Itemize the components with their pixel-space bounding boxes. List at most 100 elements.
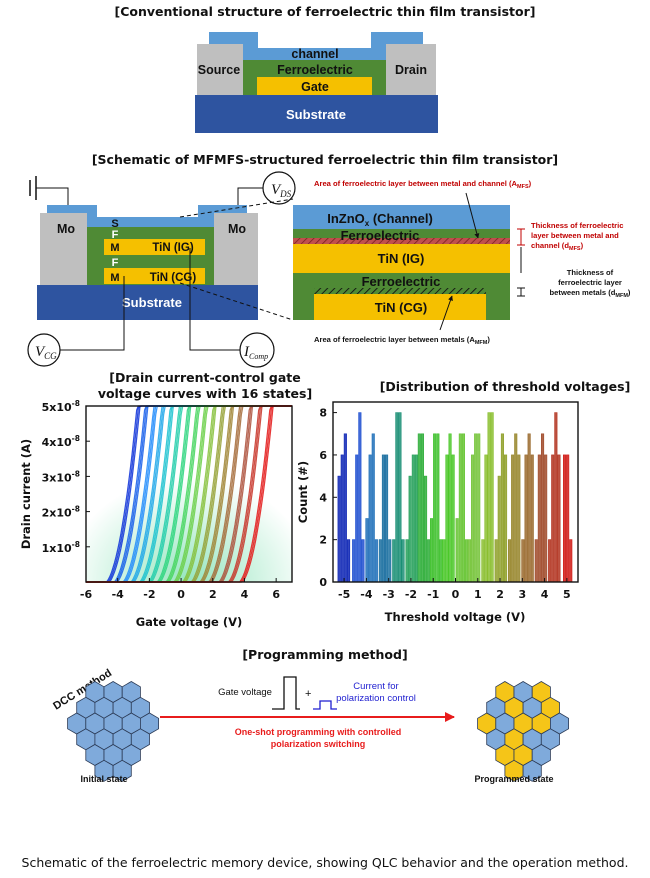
vth-bar — [557, 454, 561, 583]
hist-y-tick-label: 0 — [319, 576, 327, 589]
vth-bar — [544, 454, 548, 583]
vcg-node — [27, 333, 61, 367]
hist-y-tick-label: 8 — [319, 407, 327, 420]
mo-left-electrode — [40, 213, 87, 285]
drain-electrode — [386, 44, 436, 95]
vth-bar — [537, 454, 541, 583]
vth-bar — [507, 539, 512, 583]
vth-bar — [439, 539, 443, 583]
hist-x-tick-label: -2 — [405, 588, 417, 601]
hex-grid-programmed — [477, 681, 569, 782]
vth-bar — [548, 539, 552, 583]
zoom-channel-label: InZnOx (Channel) — [327, 211, 433, 228]
hist-x-tick-label: -5 — [338, 588, 350, 601]
substrate-layer-2 — [37, 285, 258, 320]
hist-x-tick-label: -4 — [360, 588, 373, 601]
current-label-line2: polarization control — [336, 693, 416, 704]
mo-left-label: Mo — [57, 222, 75, 236]
m-label-bottom: M — [110, 272, 119, 284]
vth-bar — [420, 433, 425, 583]
thick-mfs-line3: channel (dMFS) — [531, 241, 584, 252]
substrate-label: Substrate — [286, 107, 346, 122]
gate-voltage-pulse-icon — [272, 676, 300, 710]
iv-x-tick-label: 4 — [241, 588, 249, 601]
thick-mfm-line2: ferroelectric layer — [558, 278, 622, 287]
thick-mfs-line2: layer between metal and — [531, 231, 619, 240]
vth-bar — [458, 433, 462, 583]
f-label-bottom: F — [112, 257, 119, 269]
vth-bar — [427, 539, 431, 583]
panel2-title: [Schematic of MFMFS-structured ferroelec… — [91, 152, 559, 167]
vth-bar — [477, 433, 481, 583]
iv-x-tick-label: 0 — [177, 588, 185, 601]
vth-bar — [464, 539, 469, 583]
vth-bar — [414, 454, 419, 583]
panel1-conventional-structure: Substrate channel Ferroelectric Gate Sou… — [195, 32, 438, 133]
tin-ig-label: TiN (IG) — [152, 242, 193, 254]
panel3-title-line2: voltage curves with 16 states] — [97, 386, 313, 401]
vth-bar — [551, 454, 555, 583]
zoom-mfs-hatch — [293, 238, 510, 244]
vth-bar — [569, 539, 573, 583]
vth-bar — [346, 539, 351, 583]
vth-bar — [467, 539, 472, 583]
vth-bar — [408, 475, 412, 583]
vth-bar — [527, 433, 531, 583]
gate-label: Gate — [301, 80, 329, 94]
m-label-top: M — [110, 242, 119, 254]
iv-x-tick-label: -6 — [80, 588, 93, 601]
thick-mfs-line1: Thickness of ferroelectric — [531, 221, 623, 230]
vth-bar — [497, 475, 501, 583]
tin-ig-layer — [104, 239, 205, 255]
gate-voltage-label: Gate voltage — [218, 687, 272, 698]
vth-bar — [358, 412, 362, 583]
vth-bar — [392, 539, 396, 583]
vth-bar — [517, 454, 521, 583]
iv-plot-frame — [85, 405, 293, 583]
vth-bar — [388, 539, 392, 583]
vth-bar — [470, 454, 475, 583]
vth-bar — [461, 433, 466, 583]
vth-bar — [490, 412, 494, 583]
iv-y-tick-label: 2x10-8 — [42, 505, 80, 520]
vth-bar — [352, 539, 356, 583]
vth-bar — [484, 454, 488, 583]
hex-cell — [112, 759, 132, 782]
hist-x-tick-label: 4 — [541, 588, 549, 601]
vth-bar — [455, 518, 459, 583]
vth-bar — [371, 433, 375, 583]
f-label-top: F — [112, 229, 119, 241]
zoom-ferro-top-label: Ferroelectric — [341, 228, 420, 243]
vth-bar — [355, 454, 359, 583]
iv-y-tick-label: 4x10-8 — [42, 434, 80, 449]
source-wire — [36, 187, 69, 210]
iv-y-tick-label: 1x10-8 — [42, 540, 80, 555]
vcg-label: VCG — [35, 344, 57, 361]
vth-bar — [343, 433, 347, 583]
vth-bar — [562, 454, 567, 583]
vth-bar — [442, 539, 446, 583]
iv-x-tick-label: -2 — [143, 588, 155, 601]
vth-bar — [429, 518, 434, 583]
thick-mfm-line3: between metals (dMFM) — [550, 288, 631, 299]
oneshot-label-line1: One-shot programming with controlled — [235, 727, 402, 737]
substrate-layer — [195, 95, 438, 133]
vth-bar — [481, 539, 485, 583]
vth-bar — [566, 454, 570, 583]
current-pulse-icon — [313, 700, 337, 710]
vth-bar — [500, 433, 505, 583]
vth-bar — [374, 539, 378, 583]
vds-wire — [237, 187, 263, 205]
initial-state-label: Initial state — [80, 774, 127, 784]
channel-label: channel — [291, 47, 338, 61]
vth-bar — [534, 539, 538, 583]
vth-bar — [395, 412, 399, 583]
vth-bar — [524, 454, 528, 583]
figure-caption: Schematic of the ferroelectric memory de… — [21, 855, 629, 870]
hist-x-tick-label: -1 — [427, 588, 439, 601]
iv-y-axis-label: Drain current (A) — [19, 439, 33, 549]
current-label-line1: Current for — [353, 681, 398, 692]
